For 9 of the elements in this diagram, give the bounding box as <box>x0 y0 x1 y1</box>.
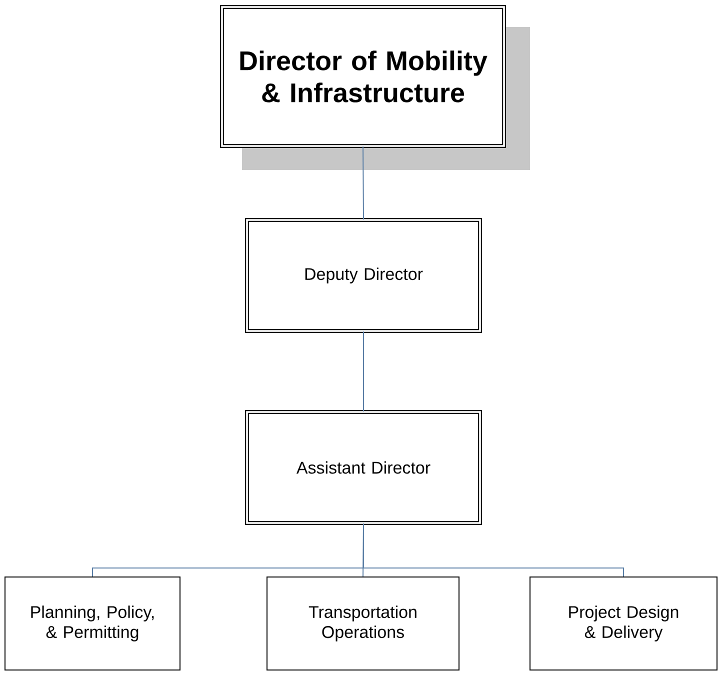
department-box: Transportation Operations <box>266 576 460 670</box>
position-box: Assistant Director <box>245 410 482 525</box>
connector-line <box>363 331 364 412</box>
department-box: Project Design & Delivery <box>530 576 718 670</box>
connector-line <box>362 146 364 220</box>
position-box: Deputy Director <box>245 218 482 333</box>
connector-line <box>363 523 624 577</box>
title-box: Director of Mobility & Infrastructure <box>220 5 506 148</box>
department-box: Planning, Policy, & Permitting <box>4 576 180 670</box>
